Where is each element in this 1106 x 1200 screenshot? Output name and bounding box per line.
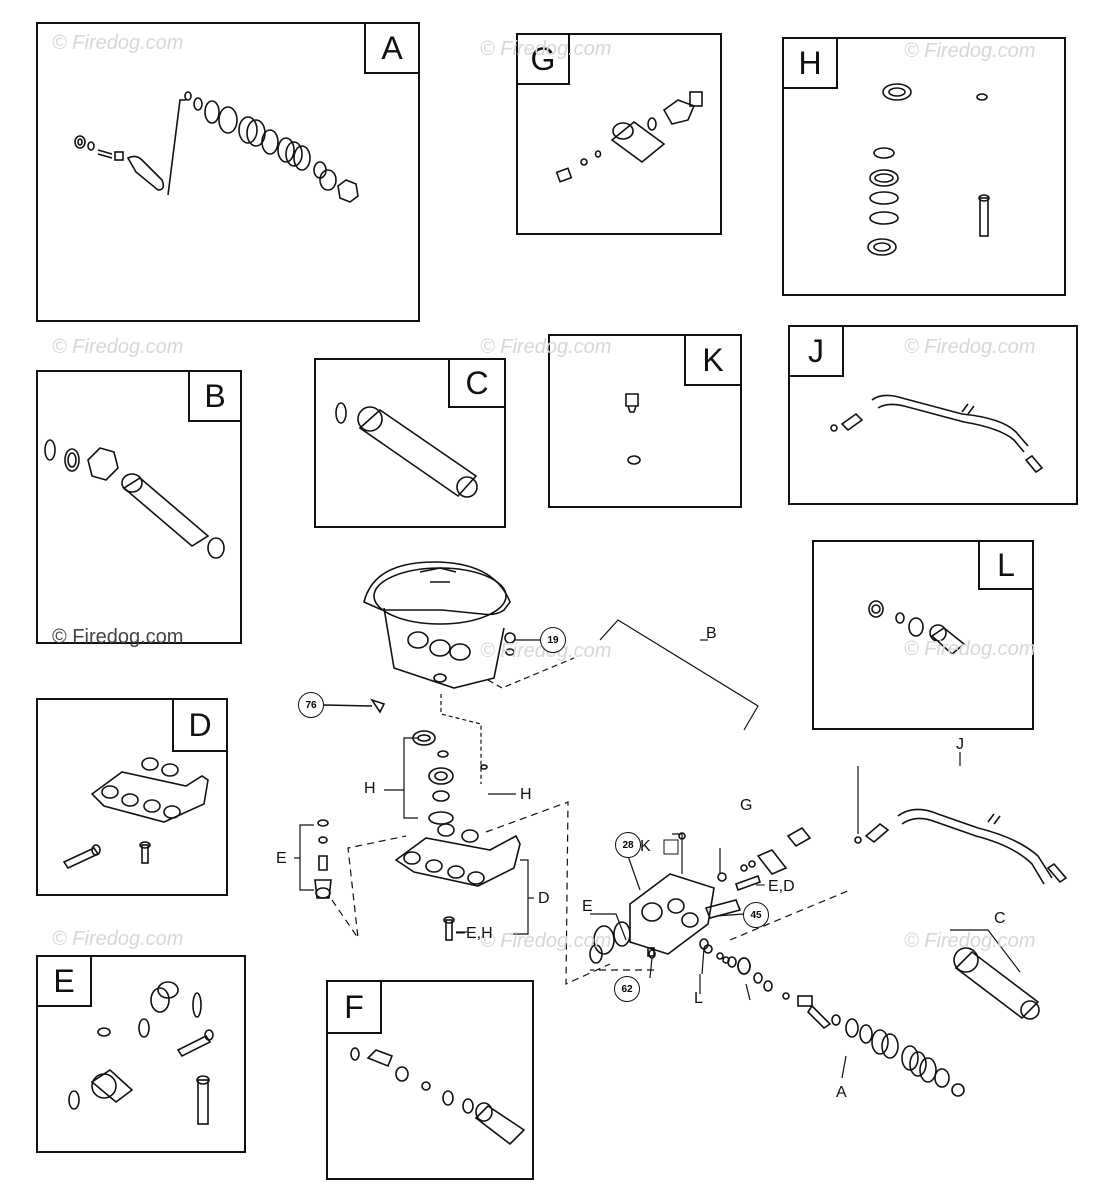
crankcase-assembly	[323, 561, 516, 714]
panel-g-tag: G	[516, 33, 570, 85]
panel-k: K	[548, 334, 742, 508]
panel-l-tag: L	[978, 540, 1034, 590]
panel-h-tag: H	[782, 37, 838, 89]
panel-b-tag: B	[188, 370, 242, 422]
panel-k-parts	[625, 393, 641, 465]
label-e-mid: E	[582, 898, 593, 915]
callout-76: 76	[298, 692, 324, 718]
dash-e-d: –	[756, 876, 765, 893]
panel-e-tag: E	[36, 955, 92, 1007]
panel-d-tag: D	[172, 698, 228, 752]
panel-b-parts	[44, 439, 225, 559]
label-e-left: E	[276, 850, 287, 867]
panel-c-tag: C	[448, 358, 506, 408]
panel-c-parts	[335, 402, 478, 498]
panel-h: H	[782, 37, 1066, 296]
watermark-9: © Firedog.com	[904, 638, 1036, 660]
watermark-2: © Firedog.com	[480, 38, 612, 60]
leader-lines	[294, 619, 1021, 1079]
panel-b: B	[36, 370, 242, 644]
manifold-assembly	[314, 730, 521, 941]
panel-k-tag: K	[684, 334, 742, 386]
panel-l: L	[812, 540, 1034, 730]
label-k: K	[640, 838, 651, 855]
watermark-1: © Firedog.com	[52, 32, 184, 54]
label-h-left: H	[364, 780, 376, 797]
panel-d: D	[36, 698, 228, 896]
panel-a-tag: A	[364, 22, 420, 74]
panel-f: F	[326, 980, 534, 1180]
watermark-5: © Firedog.com	[480, 336, 612, 358]
label-a: A	[836, 1084, 847, 1101]
panel-e-parts	[68, 981, 214, 1125]
panel-e: E	[36, 955, 246, 1153]
label-j: J	[956, 736, 964, 753]
label-e-h: E,H	[466, 925, 493, 942]
watermark-12: © Firedog.com	[904, 930, 1036, 952]
label-l: L	[694, 990, 703, 1007]
callout-45: 45	[743, 902, 769, 928]
label-e-d: E,D	[768, 878, 795, 895]
watermark-7: © Firedog.com	[52, 626, 184, 648]
watermark-6: © Firedog.com	[904, 336, 1036, 358]
panel-f-tag: F	[326, 980, 382, 1034]
panel-c: C	[314, 358, 506, 528]
callout-28: 28	[615, 832, 641, 858]
panel-f-parts	[350, 1047, 526, 1146]
watermark-4: © Firedog.com	[52, 336, 184, 358]
panel-a-parts	[74, 91, 359, 203]
panel-g: G	[516, 33, 722, 235]
pump-head-assembly	[589, 808, 1068, 1097]
watermark-11: © Firedog.com	[480, 930, 612, 952]
panel-j: J	[788, 325, 1078, 505]
panel-h-parts	[867, 83, 990, 256]
panel-d-parts	[62, 757, 209, 870]
watermark-10: © Firedog.com	[52, 928, 184, 950]
panel-j-parts	[830, 394, 1044, 474]
dash-e-h: –	[456, 924, 465, 941]
panel-g-parts	[555, 91, 703, 183]
label-c: C	[994, 910, 1006, 927]
watermark-3: © Firedog.com	[904, 40, 1036, 62]
callout-62: 62	[614, 976, 640, 1002]
label-g: G	[740, 797, 753, 814]
panel-a: A	[36, 22, 420, 322]
label-b: B	[706, 625, 717, 642]
panel-l-parts	[868, 600, 966, 656]
panel-j-tag: J	[788, 325, 844, 377]
label-d: D	[538, 890, 550, 907]
callout-19: 19	[540, 627, 566, 653]
label-h-right: H	[520, 786, 532, 803]
